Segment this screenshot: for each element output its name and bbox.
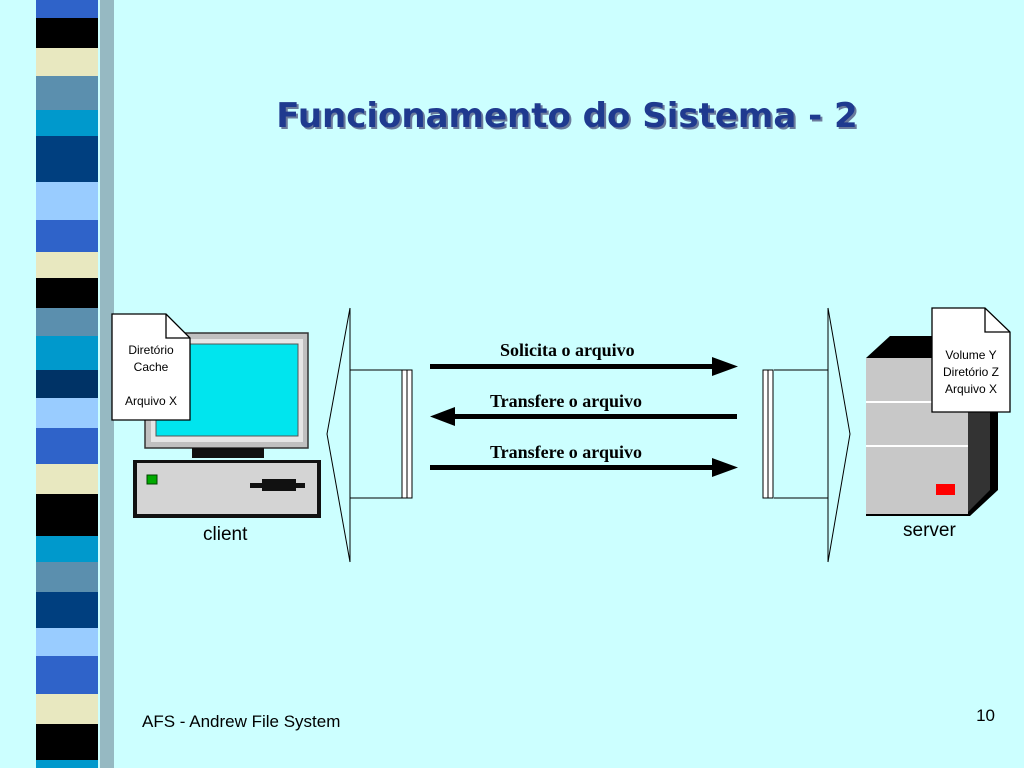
client-doc-text: Diretório Cache Arquivo X [112, 342, 190, 410]
client-network-boundary [326, 307, 413, 563]
client-doc-line-1: Diretório [128, 343, 174, 357]
arrow-label-transfer-1: Transfere o arquivo [490, 391, 642, 411]
server-doc-line-1: Volume Y [945, 348, 997, 362]
client-doc-line-3: Arquivo X [124, 394, 178, 408]
client-document-icon [111, 313, 191, 421]
arrow-request [430, 357, 738, 376]
page-number: 10 [976, 706, 995, 725]
arrow-label-request: Solicita o arquivo [500, 340, 635, 360]
client-doc-line-2: Cache [133, 360, 169, 374]
server-doc-line-2: Diretório Z [942, 365, 999, 379]
server-doc-text: Volume Y Diretório Z Arquivo X [932, 347, 1010, 398]
arrow-transfer-left [430, 407, 737, 426]
client-label: client [203, 524, 248, 545]
footer-presentation-title: AFS - Andrew File System [142, 712, 341, 731]
server-network-boundary [762, 307, 851, 563]
arrow-transfer-right [430, 458, 738, 477]
server-doc-line-3: Arquivo X [944, 382, 998, 396]
slide-title: Funcionamento do Sistema - 2 [276, 96, 858, 136]
server-label: server [903, 520, 956, 541]
decorative-stripe [36, 0, 114, 768]
arrow-label-transfer-2: Transfere o arquivo [490, 442, 642, 462]
server-document-icon [931, 307, 1011, 413]
